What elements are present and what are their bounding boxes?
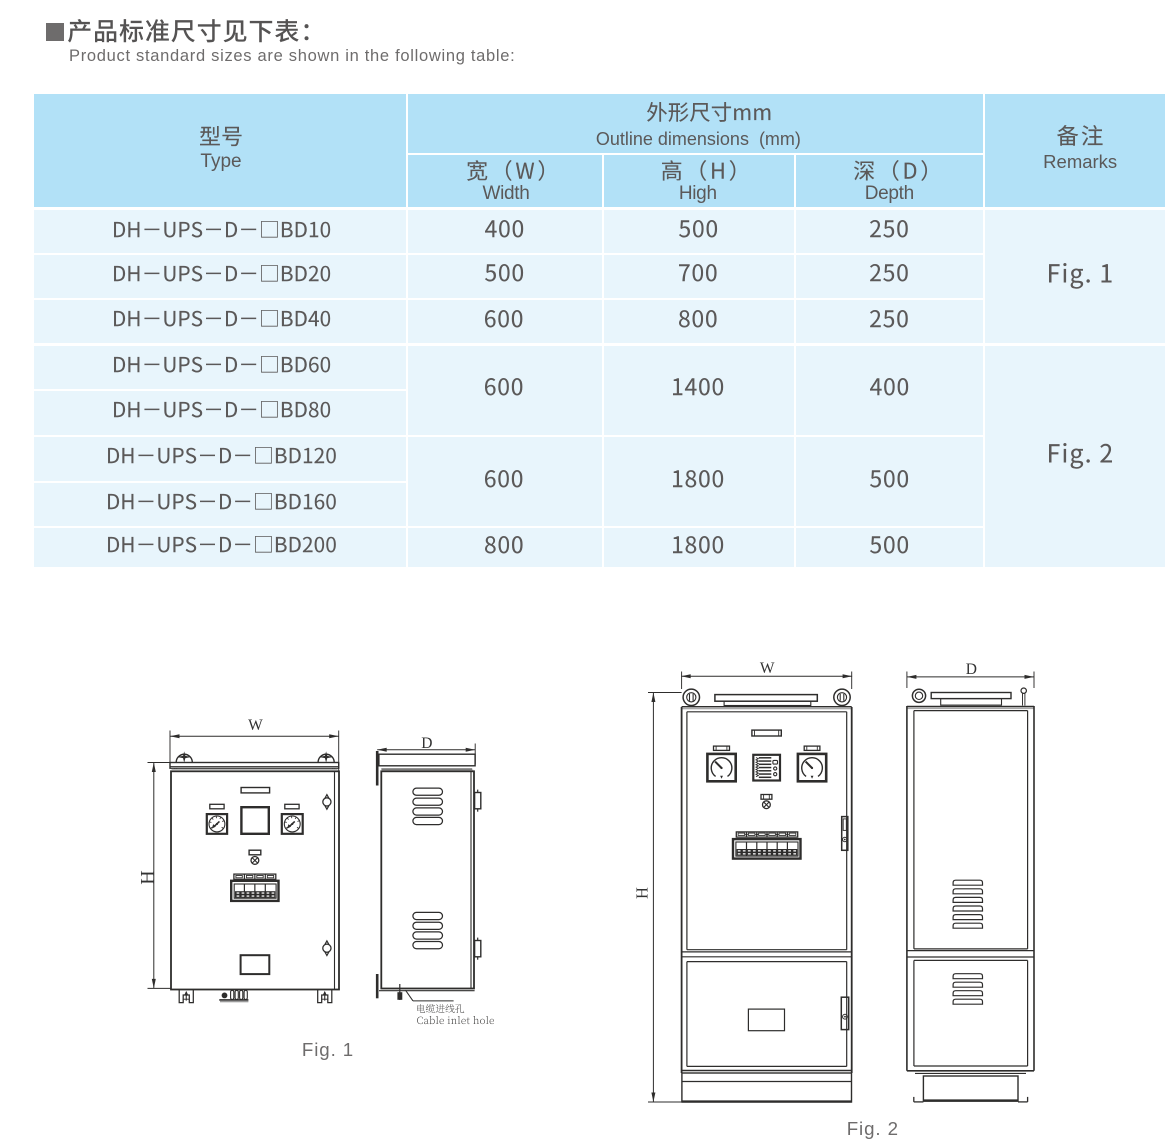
- svg-text:W: W: [248, 717, 263, 734]
- svg-text:H: H: [137, 870, 159, 884]
- svg-text:W: W: [760, 660, 775, 677]
- svg-text:D: D: [966, 661, 977, 678]
- svg-text:H: H: [633, 887, 652, 899]
- svg-text:D: D: [421, 735, 432, 752]
